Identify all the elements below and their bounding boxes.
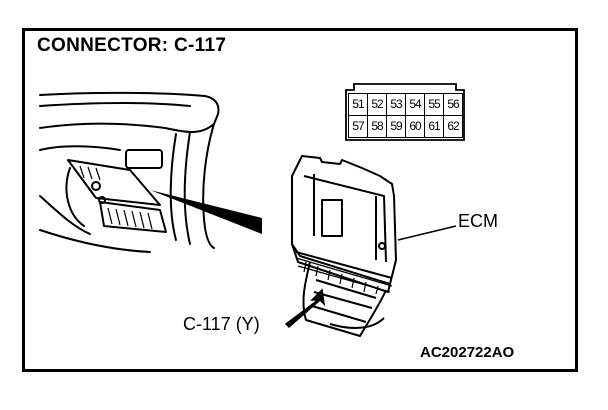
ecm-grid-lines — [295, 257, 393, 295]
pin-cell: 53 — [386, 93, 406, 116]
figure-title: CONNECTOR: C-117 — [37, 35, 227, 56]
ecm-leader-line — [397, 225, 457, 241]
pin-cell: 61 — [424, 115, 444, 138]
ecm-label: ECM — [458, 211, 498, 231]
pin-cell: 54 — [405, 93, 425, 116]
panel-hatching — [79, 165, 153, 230]
pin-cell: 55 — [424, 93, 444, 116]
instrument-panel-illustration — [39, 91, 220, 253]
c117-pointer-arrow — [284, 288, 326, 329]
pin-cell: 56 — [443, 93, 463, 116]
pin-cell: 59 — [386, 115, 406, 138]
pin-cell: 60 — [405, 115, 425, 138]
pin-cell: 57 — [348, 115, 368, 138]
pin-cell: 51 — [348, 93, 368, 116]
pin-cell: 58 — [367, 115, 387, 138]
pin-cell: 62 — [443, 115, 463, 138]
location-pointer-arrow — [150, 190, 262, 234]
pin-cell: 52 — [367, 93, 387, 116]
figure-id: AC202722AO — [420, 344, 515, 361]
ecm-unit-illustration — [291, 155, 397, 337]
connector-label: C-117 (Y) — [183, 314, 260, 334]
connector-face-outline — [345, 83, 465, 141]
